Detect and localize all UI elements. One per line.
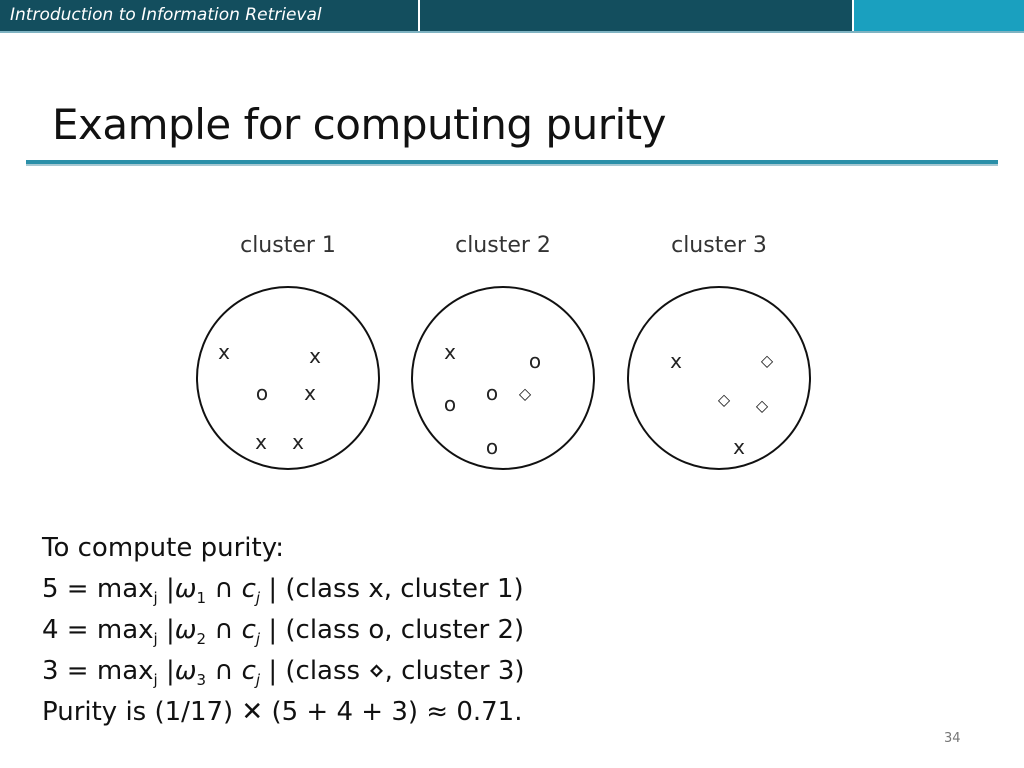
cluster-3-label: cluster 3 — [671, 233, 767, 258]
formula-value: 3 — [42, 656, 59, 686]
page-number: 34 — [944, 731, 961, 746]
formula-c-sub: j — [255, 589, 261, 607]
formula-line-1: 5 = maxj |ω1 ∩ cj | (class x, cluster 1) — [42, 574, 524, 607]
cluster-1-point-x: x — [309, 344, 321, 368]
purity-explanation: To compute purity: 5 = maxj |ω1 ∩ cj | (… — [42, 528, 525, 733]
cluster-3-point-x: x — [733, 435, 745, 459]
header-bar-middle — [420, 0, 852, 31]
cluster-2-point-diamond: ◇ — [519, 384, 532, 403]
formula-line-3: 3 = maxj |ω3 ∩ cj | (class ⋄, cluster 3) — [42, 656, 525, 689]
formula-omega: ω — [174, 574, 197, 604]
formula-omega: ω — [174, 656, 197, 686]
cluster-3-point-diamond: ◇ — [761, 351, 774, 370]
cluster-3-point-x: x — [670, 349, 682, 373]
formula-max: max — [96, 656, 154, 686]
cluster-1-point-x: x — [292, 430, 304, 454]
cluster-1-point-x: x — [304, 381, 316, 405]
cluster-3-circle — [627, 286, 811, 470]
course-title: Introduction to Information Retrieval — [10, 5, 322, 25]
formula-max: max — [96, 615, 154, 645]
formula-paren: (class ⋄, cluster 3) — [285, 656, 525, 686]
formula-c: c — [241, 656, 256, 686]
formula-omega-sub: 3 — [196, 671, 207, 689]
formula-cap: ∩ — [214, 656, 234, 686]
cluster-2-label: cluster 2 — [455, 233, 551, 258]
formula-c-sub: j — [255, 671, 261, 689]
cluster-2-point-x: x — [444, 340, 456, 364]
intro-line: To compute purity: — [42, 533, 284, 563]
formula-max-sub: j — [153, 671, 158, 689]
formula-paren: (class x, cluster 1) — [285, 574, 524, 604]
formula-omega: ω — [174, 615, 197, 645]
formula-line-2: 4 = maxj |ω2 ∩ cj | (class o, cluster 2) — [42, 615, 525, 648]
cluster-1-point-x: x — [218, 340, 230, 364]
cluster-3-point-diamond: ◇ — [718, 390, 731, 409]
title-rule — [26, 160, 998, 164]
cluster-1-point-x: x — [255, 430, 267, 454]
header-bar: Introduction to Information Retrieval — [0, 0, 1024, 33]
formula-omega-sub: 1 — [196, 589, 207, 607]
cluster-2-point-o: o — [444, 392, 456, 416]
formula-value: 4 — [42, 615, 59, 645]
purity-result-line: Purity is (1/17) ✕ (5 + 4 + 3) ≈ 0.71. — [42, 697, 523, 727]
formula-max-sub: j — [153, 630, 158, 648]
formula-max: max — [96, 574, 154, 604]
cluster-2-point-o: o — [486, 381, 498, 405]
formula-cap: ∩ — [214, 615, 234, 645]
cluster-diagram: cluster 1 x x o x x x cluster 2 x o o o … — [196, 233, 811, 470]
cluster-2-point-o: o — [529, 349, 541, 373]
cluster-3-point-diamond: ◇ — [756, 396, 769, 415]
cluster-1: cluster 1 x x o x x x — [196, 233, 380, 470]
cluster-3: cluster 3 x ◇ ◇ ◇ x — [627, 233, 811, 470]
cluster-1-circle — [196, 286, 380, 470]
header-bar-accent — [854, 0, 1024, 31]
formula-value: 5 — [42, 574, 59, 604]
formula-c-sub: j — [255, 630, 261, 648]
header-bar-left — [0, 0, 418, 31]
formula-c: c — [241, 574, 256, 604]
formula-paren: (class o, cluster 2) — [285, 615, 525, 645]
formula-c: c — [241, 615, 256, 645]
cluster-1-label: cluster 1 — [240, 233, 336, 258]
cluster-2: cluster 2 x o o o ◇ o — [411, 233, 595, 470]
cluster-2-circle — [411, 286, 595, 470]
formula-omega-sub: 2 — [196, 630, 207, 648]
formula-cap: ∩ — [214, 574, 234, 604]
cluster-2-point-o: o — [486, 435, 498, 459]
formula-max-sub: j — [153, 589, 158, 607]
slide-title: Example for computing purity — [52, 100, 666, 149]
cluster-1-point-o: o — [256, 381, 268, 405]
title-rule-shadow — [26, 164, 998, 166]
header-underline — [0, 31, 1024, 33]
